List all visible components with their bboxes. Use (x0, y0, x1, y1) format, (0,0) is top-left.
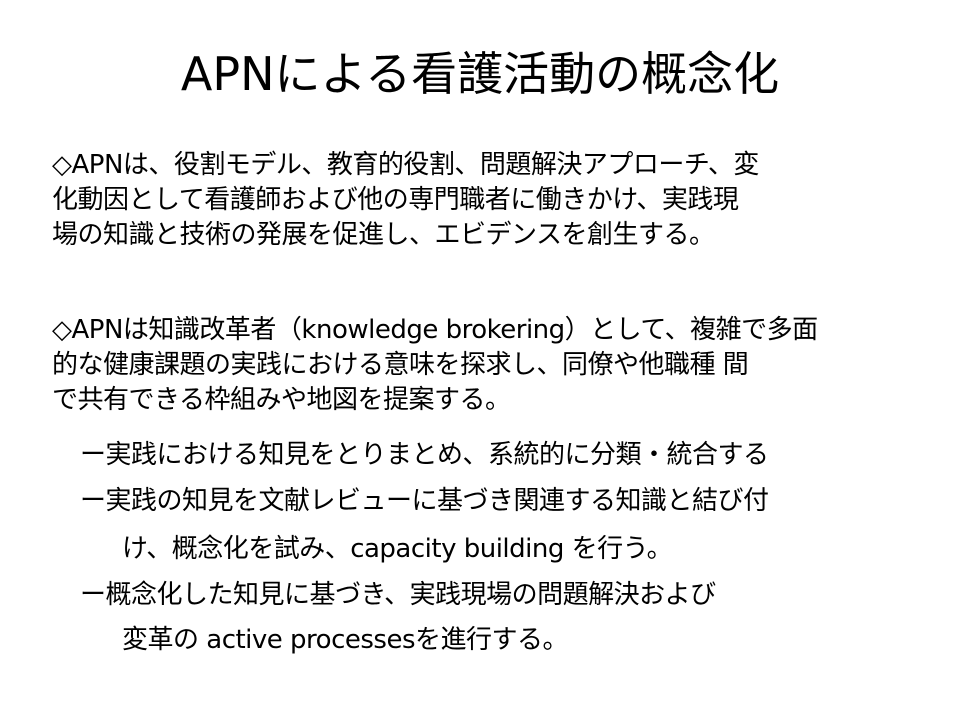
sub-item: ー概念化した知見に基づき、実践現場の問題解決および (80, 580, 716, 610)
text-line: 化動因として看護師および他の専門職者に働きかけ、実践現 (52, 185, 739, 215)
sub-item-continuation: け、概念化を試み、capacity building を行う。 (122, 534, 673, 564)
text-line: ◇APNは、役割モデル、教育的役割、問題解決アプローチ、変 (52, 150, 759, 180)
text-line: で共有できる枠組みや地図を提案する。 (52, 385, 511, 415)
text-line: 的な健康課題の実践における意味を探求し、同僚や他職種 間 (52, 350, 749, 380)
slide-title: APNによる看護活動の概念化 (180, 47, 780, 101)
sub-item: ー実践の知見を文献レビューに基づき関連する知識と結び付 (80, 486, 769, 516)
text-line: 場の知識と技術の発展を促進し、エビデンスを創生する。 (52, 220, 715, 250)
sub-item-continuation: 変革の active processesを進行する。 (122, 625, 569, 655)
sub-item: ー実践における知見をとりまとめ、系統的に分類・統合する (80, 440, 769, 470)
text-line: ◇APNは知識改革者（knowledge brokering）として、複雑で多面 (52, 315, 818, 345)
